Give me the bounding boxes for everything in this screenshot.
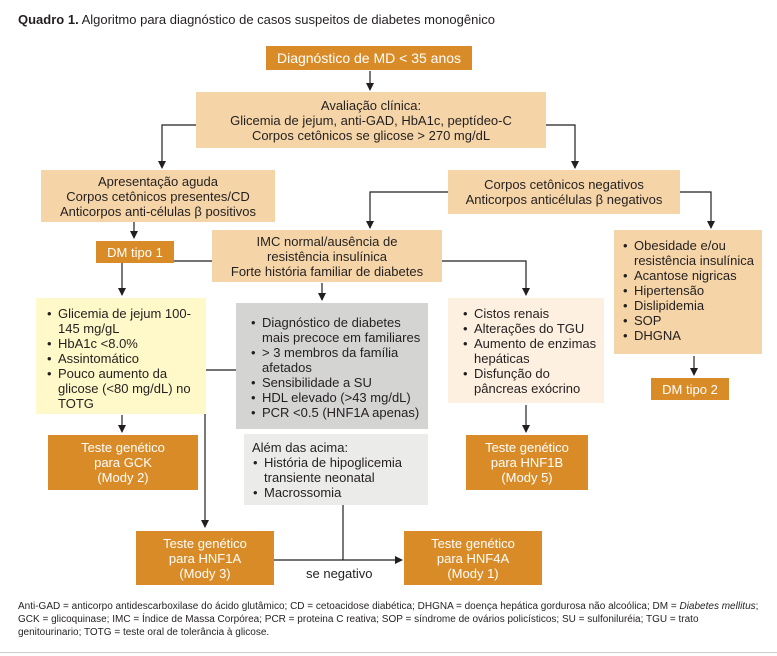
obesity-item: Dislipidemia — [623, 298, 756, 313]
dm-type2-box: DM tipo 2 — [651, 378, 729, 400]
gck-test-box: Teste genético para GCK (Mody 2) — [48, 435, 198, 490]
arrow-imc-hnf1b — [442, 260, 530, 296]
hnf1a-criteria-box: Diagnóstico de diabetes mais precoce em … — [236, 303, 428, 429]
obesity-item: Obesidade e/ou resistência insulínica — [623, 238, 756, 268]
acute-presentation-box: Apresentação aguda Corpos cetônicos pres… — [41, 170, 275, 222]
gck-criteria-item: Glicemia de jejum 100-145 mg/gL — [47, 306, 200, 336]
gck-test-line-2: para GCK — [94, 455, 152, 470]
hnf1a-test-line-2: para HNF1A — [168, 550, 242, 566]
hnf4a-test-box: Teste genético para HNF4A (Mody 1) — [404, 531, 542, 585]
footnote-italic: Diabetes mellitus — [679, 601, 756, 612]
arrow-clinical-acute — [158, 124, 196, 169]
imc-line-1: IMC normal/ausência de — [256, 233, 398, 249]
obesity-item: DHGNA — [623, 328, 756, 343]
dm-type1-label: DM tipo 1 — [107, 244, 163, 260]
imc-line-2: resistência insulínica — [267, 248, 387, 264]
hnf4a-extra-box: Além das acima: História de hipoglicemia… — [244, 434, 428, 505]
hnf1a-test-box: Teste genético para HNF1A (Mody 3) — [136, 531, 274, 585]
clinical-line-3: Corpos cetônicos se glicose > 270 mg/dL — [251, 127, 491, 143]
figure-title: Quadro 1. Algoritmo para diagnóstico de … — [18, 12, 495, 27]
hnf1b-test-line-3: (Mody 5) — [501, 470, 553, 485]
hnf4a-extra-item: Macrossomia — [253, 485, 422, 500]
gck-criteria-list: Glicemia de jejum 100-145 mg/gL HbA1c <8… — [46, 306, 200, 411]
hnf1a-criteria-item: Diagnóstico de diabetes mais precoce em … — [251, 315, 422, 345]
hnf4a-extra-title: Além das acima: — [252, 440, 349, 455]
gck-test-line-3: (Mody 2) — [97, 470, 149, 485]
arrow-ketoneneg-obesity — [680, 191, 715, 229]
gck-test-line-1: Teste genético — [81, 440, 165, 455]
hnf1b-criteria-item: Alterações do TGU — [463, 321, 598, 336]
obesity-list: Obesidade e/ou resistência insulínica Ac… — [622, 238, 756, 343]
arrow-imc-gck — [118, 260, 212, 296]
imc-box: IMC normal/ausência de resistência insul… — [212, 230, 442, 282]
obesity-box: Obesidade e/ou resistência insulínica Ac… — [614, 230, 762, 354]
acute-line-1: Apresentação aguda — [98, 173, 218, 189]
hnf4a-extra-item: História de hipoglicemia transiente neon… — [253, 455, 422, 485]
hnf1b-test-line-1: Teste genético — [485, 440, 569, 455]
footnote-part-2: ; GCK = glicoquinase; IMC = Índice de Ma… — [18, 601, 759, 638]
hnf1a-criteria-list: Diagnóstico de diabetes mais precoce em … — [250, 315, 422, 420]
hnf1b-criteria-list: Cistos renais Alterações do TGU Aumento … — [462, 306, 598, 396]
acute-line-2: Corpos cetônicos presentes/CD — [66, 188, 250, 204]
hnf1a-test-line-3: (Mody 3) — [179, 565, 231, 581]
hnf1a-criteria-item: PCR <0.5 (HNF1A apenas) — [251, 405, 422, 420]
acute-line-3: Anticorpos anti-células β positivos — [59, 203, 257, 219]
clinical-line-2: Glicemia de jejum, anti-GAD, HbA1c, pept… — [230, 112, 512, 128]
hnf4a-test-line-3: (Mody 1) — [447, 565, 499, 581]
obesity-item: SOP — [623, 313, 756, 328]
imc-line-3: Forte história familiar de diabetes — [230, 263, 424, 279]
dm-type2-label: DM tipo 2 — [662, 381, 718, 397]
obesity-item: Hipertensão — [623, 283, 756, 298]
footnote-part-1: Anti-GAD = anticorpo antidescarboxilase … — [18, 601, 680, 612]
ketone-line-2: Anticorpos anticélulas β negativos — [465, 192, 663, 207]
hnf1a-criteria-item: HDL elevado (>43 mg/dL) — [251, 390, 422, 405]
hnf1b-criteria-item: Aumento de enzimas hepáticas — [463, 336, 598, 366]
hnf4a-extra-list: História de hipoglicemia transiente neon… — [252, 455, 422, 500]
ketone-negative-box: Corpos cetônicos negativos Anticorpos an… — [448, 170, 680, 214]
footnote: Anti-GAD = anticorpo antidescarboxilase … — [18, 600, 760, 639]
gck-criteria-item: Pouco aumento da glicose (<80 mg/dL) no … — [47, 366, 200, 411]
se-negativo-label: se negativo — [306, 566, 373, 581]
arrow-ketoneneg-imc — [366, 191, 448, 229]
obesity-item: Acantose nigricas — [623, 268, 756, 283]
ketone-line-1: Corpos cetônicos negativos — [484, 177, 644, 192]
hnf1a-test-line-1: Teste genético — [163, 535, 247, 551]
hnf1b-test-box: Teste genético para HNF1B (Mody 5) — [466, 435, 588, 490]
hnf1b-criteria-item: Disfunção do pâncreas exócrino — [463, 366, 598, 396]
start-box: Diagnóstico de MD < 35 anos — [266, 46, 472, 70]
figure-title-text: Algoritmo para diagnóstico de casos susp… — [78, 12, 495, 27]
hnf4a-test-line-2: para HNF4A — [436, 550, 510, 566]
hnf4a-test-line-1: Teste genético — [431, 535, 515, 551]
arrow-clinical-ketoneneg — [546, 124, 579, 169]
gck-criteria-item: Assintomático — [47, 351, 200, 366]
figure-title-label: Quadro 1. — [18, 12, 79, 27]
start-label: Diagnóstico de MD < 35 anos — [276, 49, 462, 66]
footer-divider — [0, 652, 777, 653]
arrow-to-hnf1a-test — [201, 369, 236, 528]
hnf1b-criteria-item: Cistos renais — [463, 306, 598, 321]
clinical-line-1: Avaliação clínica: — [320, 97, 422, 113]
dm-type1-box: DM tipo 1 — [96, 241, 174, 263]
gck-criteria-box: Glicemia de jejum 100-145 mg/gL HbA1c <8… — [36, 298, 206, 414]
hnf1b-test-line-2: para HNF1B — [490, 455, 564, 470]
clinical-evaluation-box: Avaliação clínica: Glicemia de jejum, an… — [196, 92, 546, 148]
gck-criteria-item: HbA1c <8.0% — [47, 336, 200, 351]
hnf1a-criteria-item: Sensibilidade a SU — [251, 375, 422, 390]
hnf1a-criteria-item: > 3 membros da família afetados — [251, 345, 422, 375]
hnf1b-criteria-box: Cistos renais Alterações do TGU Aumento … — [448, 298, 604, 403]
